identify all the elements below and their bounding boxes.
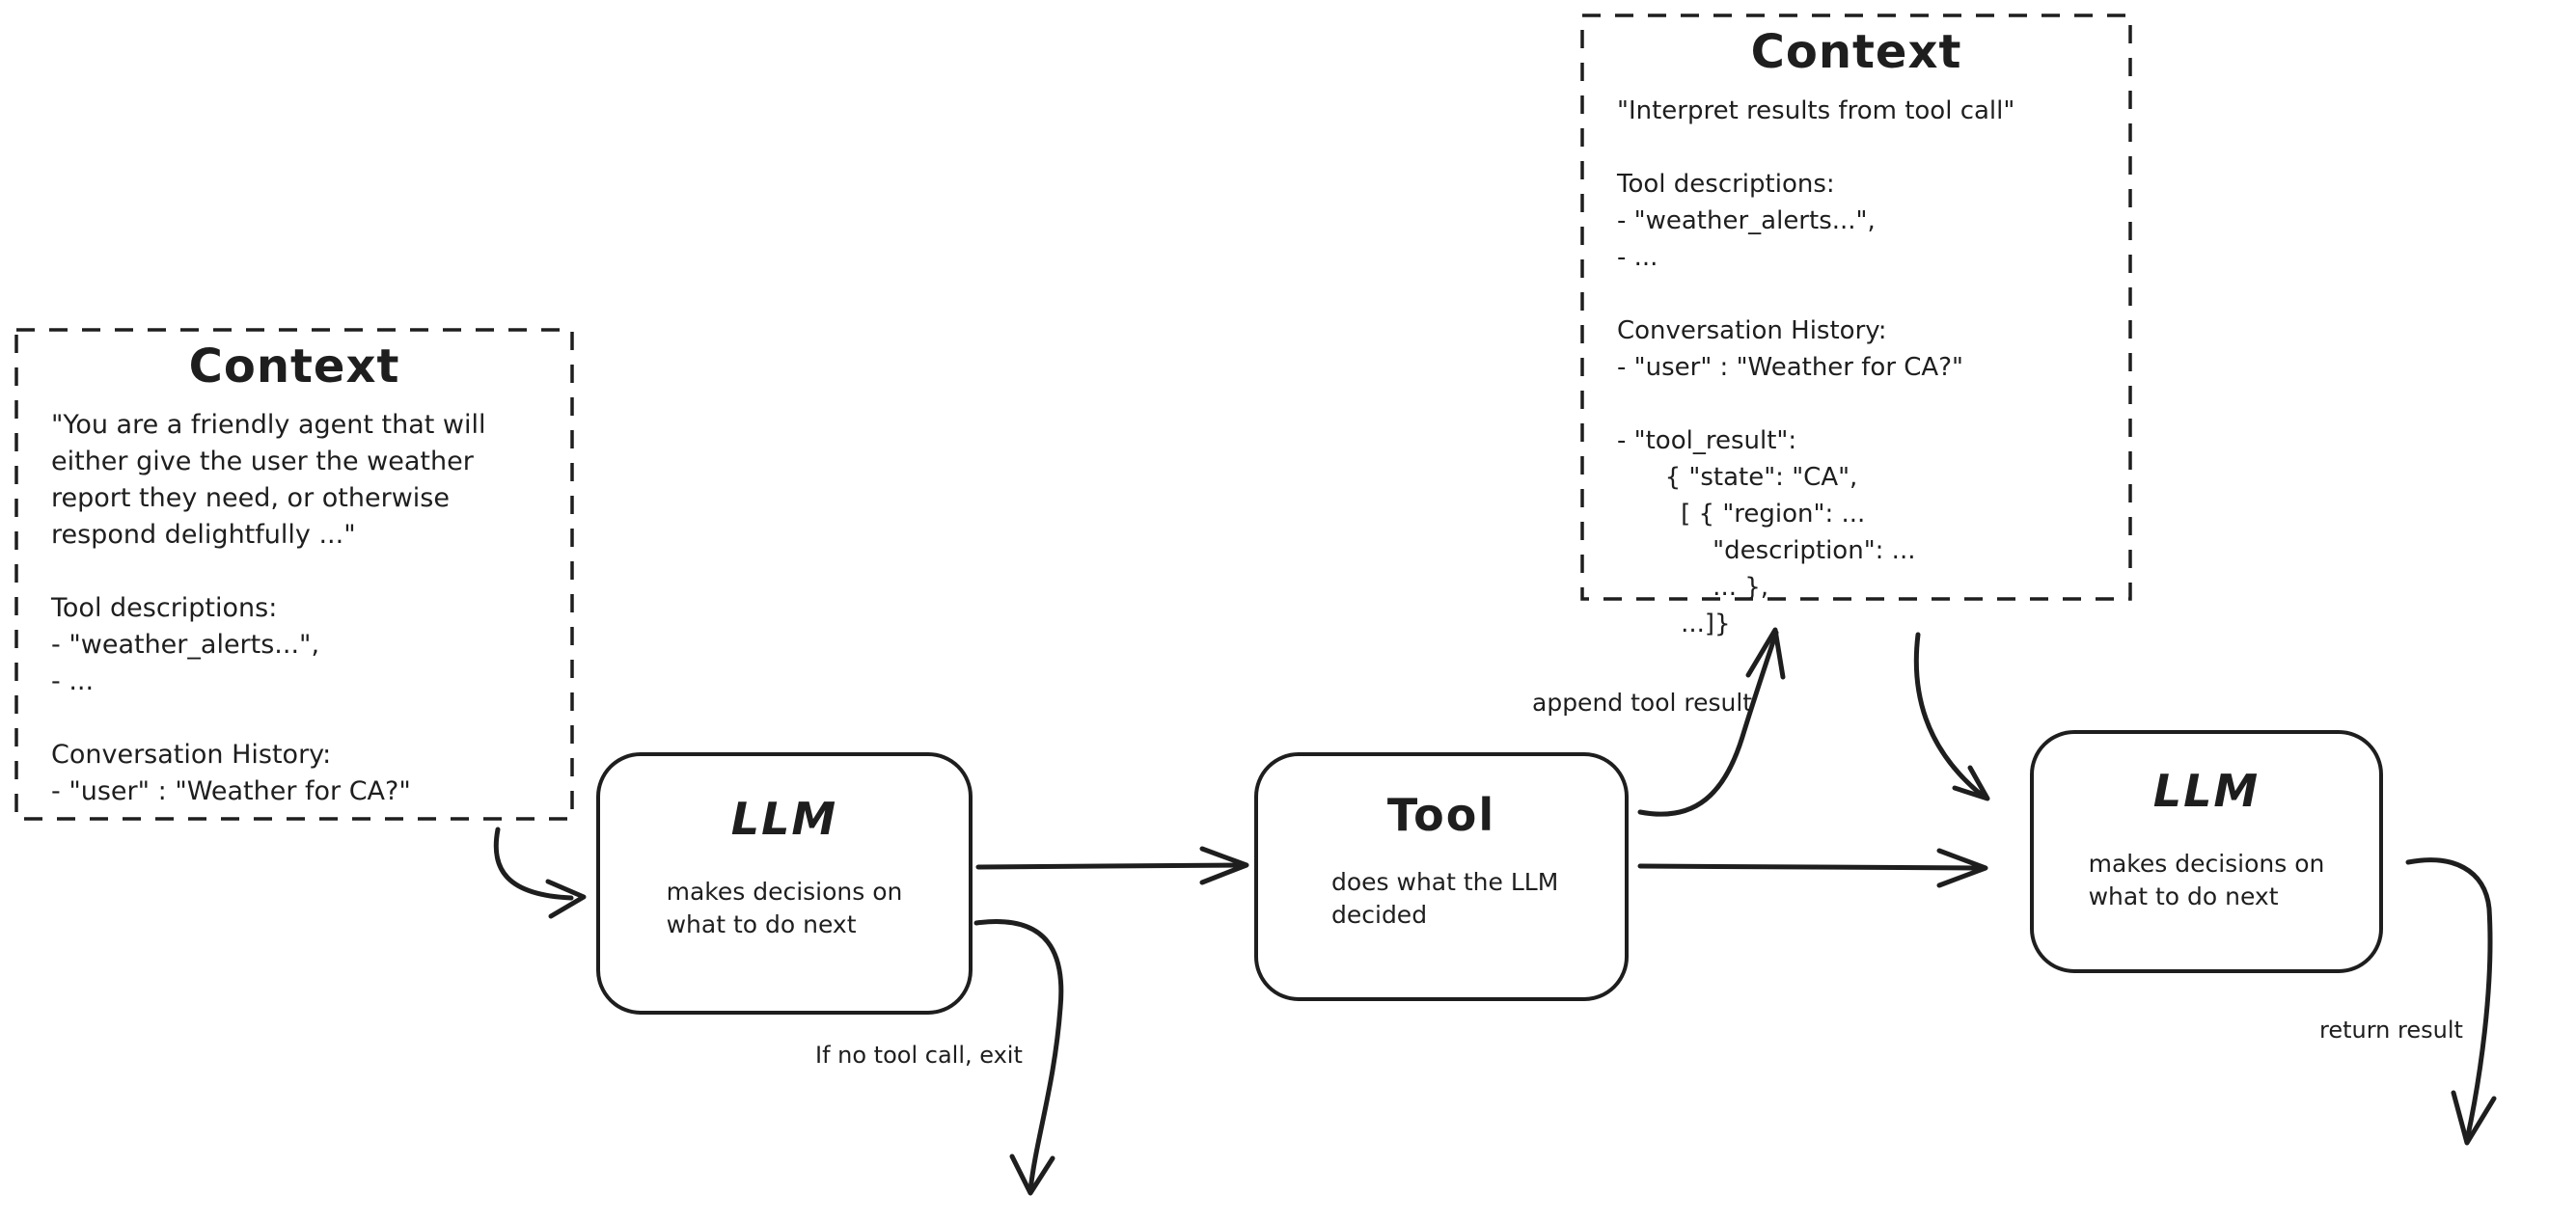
context-box-after-tool: Context "Interpret results from tool cal… <box>1582 15 2130 638</box>
context2-body: "Interpret results from tool call" Tool … <box>1617 96 2015 638</box>
arrow-llm1-to-tool <box>975 846 1249 885</box>
arrow-llm2-return <box>2405 857 2497 1146</box>
edge-label-append-tool-result: append tool result <box>1532 689 1753 717</box>
tool-title: Tool <box>1386 789 1496 841</box>
llm2-caption: makes decisions on what to do next <box>2088 850 2325 910</box>
context1-title: Context <box>188 339 400 393</box>
llm1-title: LLM <box>730 793 838 845</box>
llm2-node: LLM makes decisions on what to do next <box>2030 730 2383 973</box>
arrow-llm1-exit <box>973 919 1064 1196</box>
edge-label-if-no-tool-call-exit: If no tool call, exit <box>815 1042 1023 1069</box>
context1-body: "You are a friendly agent that will eith… <box>51 410 486 806</box>
llm1-node: LLM makes decisions on what to do next <box>596 752 973 1015</box>
arrow-context2-to-llm2 <box>1913 632 1990 801</box>
arrow-context1-to-llm1 <box>493 827 587 919</box>
edge-label-return-result: return result <box>2319 1017 2463 1044</box>
llm1-caption: makes decisions on what to do next <box>666 878 903 938</box>
arrow-tool-to-llm2 <box>1637 848 1988 888</box>
context2-title: Context <box>1750 25 1962 79</box>
context-box-initial: Context "You are a friendly agent that w… <box>16 330 572 819</box>
llm2-title: LLM <box>2152 765 2261 817</box>
tool-caption: does what the LLM decided <box>1331 868 1559 929</box>
tool-node: Tool does what the LLM decided <box>1254 752 1629 1001</box>
arrow-tool-to-context2 <box>1637 627 1786 817</box>
context2-border <box>1580 14 2132 601</box>
context1-border <box>14 328 574 821</box>
